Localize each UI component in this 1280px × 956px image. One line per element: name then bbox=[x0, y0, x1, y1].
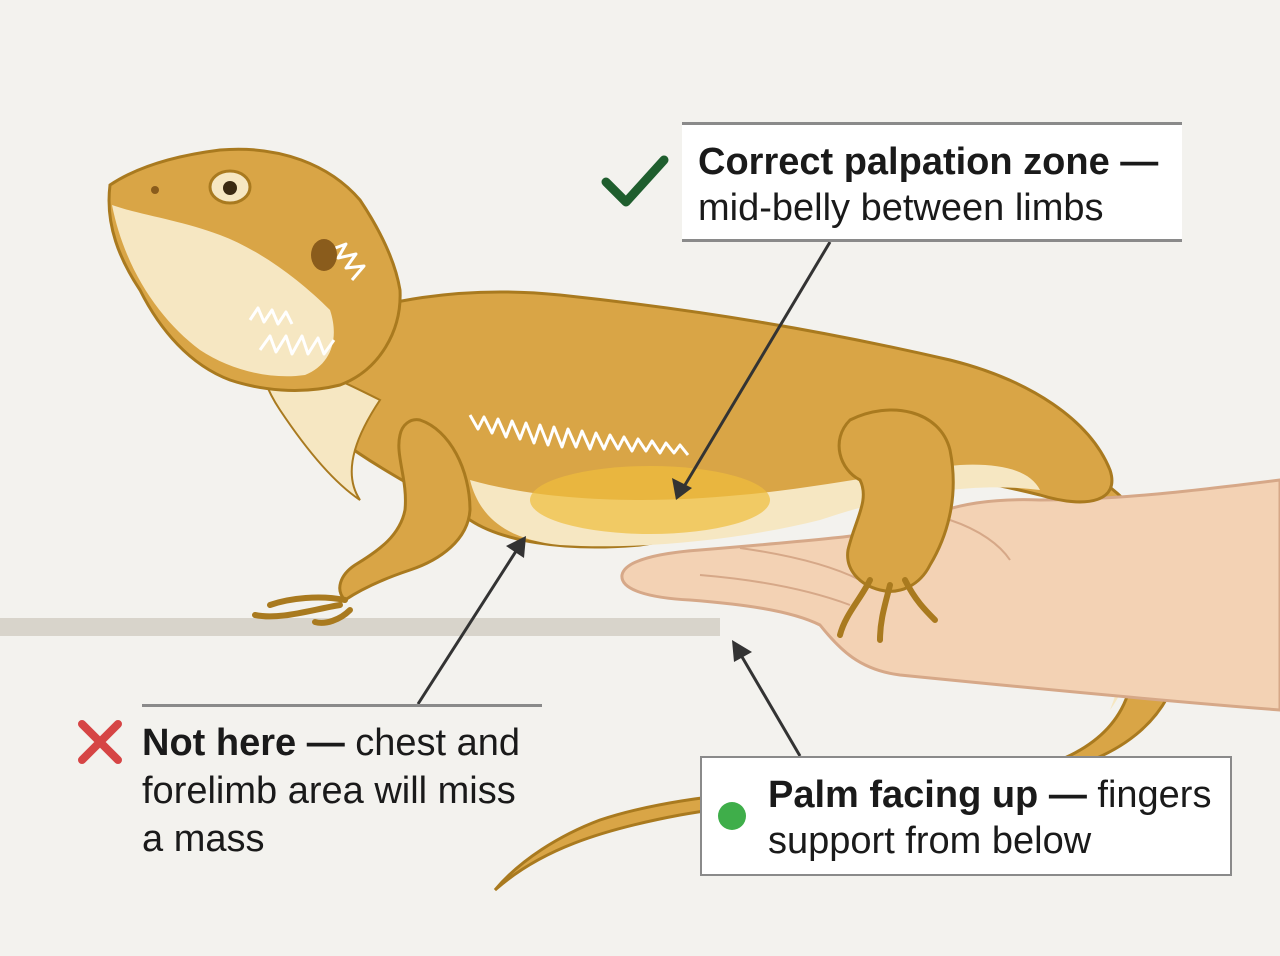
callout-palm-up-detail: fingers support from below bbox=[768, 774, 1212, 862]
hand bbox=[620, 478, 1280, 712]
callout-correct-zone-lead: Correct palpation zone — bbox=[698, 141, 1159, 183]
callout-correct-zone-detail: mid-belly between limbs bbox=[698, 187, 1104, 229]
lizard-front-leg bbox=[338, 418, 472, 602]
callout-palm-up: Palm facing up — fingers support from be… bbox=[700, 756, 1232, 876]
callout-not-here-detail: chest and forelimb area will miss a mass bbox=[142, 722, 521, 860]
lizard-ear bbox=[311, 239, 337, 271]
lizard-hind-leg bbox=[837, 408, 955, 593]
arrow-to-palm bbox=[732, 640, 802, 757]
palpation-zone-highlight bbox=[530, 466, 770, 534]
hand-thumb-crease bbox=[949, 519, 1011, 561]
callout-palm-up-lead: Palm facing up — bbox=[768, 774, 1087, 816]
green-dot-icon bbox=[718, 802, 746, 830]
lizard-jaw bbox=[112, 205, 334, 377]
arrow-to-chest bbox=[416, 536, 526, 705]
lizard-nostril bbox=[151, 186, 159, 194]
hand-finger-crease-1 bbox=[699, 574, 851, 606]
callout-not-here: Not here — chest and forelimb area will … bbox=[142, 704, 542, 863]
arrow-to-palpation-zone bbox=[672, 241, 832, 500]
callout-not-here-lead: Not here — bbox=[142, 722, 345, 764]
lizard-hind-foot bbox=[837, 577, 938, 643]
hand-finger-crease-2 bbox=[739, 547, 861, 581]
lizard-beard-spikes bbox=[248, 242, 366, 356]
callout-correct-zone: Correct palpation zone — mid-belly betwe… bbox=[682, 122, 1182, 242]
cross-icon bbox=[78, 720, 122, 764]
lateral-spikes bbox=[468, 414, 690, 456]
ground-surface bbox=[0, 618, 720, 636]
lizard-front-foot bbox=[252, 594, 353, 626]
lizard-pupil bbox=[223, 181, 237, 195]
check-icon bbox=[601, 155, 669, 207]
